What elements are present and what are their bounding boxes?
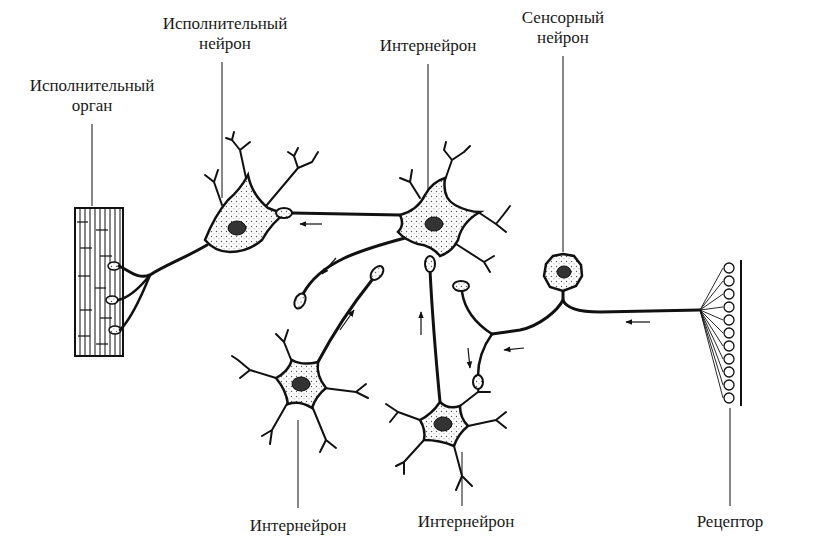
sensory-neuron (453, 254, 700, 389)
callout-label: Исполнительный орган (22, 76, 162, 116)
interneuron-middle (386, 256, 506, 490)
impulse-arrows (300, 224, 650, 368)
callout-label: Исполнительный нейрон (155, 14, 295, 54)
interneuron-top (276, 142, 510, 310)
muscle-organ (75, 208, 123, 356)
callout-label: Рецептор (665, 512, 795, 532)
motor-neuron (118, 132, 318, 330)
leader-lines (92, 56, 730, 508)
callout-label: Интернейрон (363, 36, 493, 56)
interneuron-left (232, 264, 386, 452)
receptor (700, 260, 741, 406)
callout-label: Сенсорный нейрон (513, 8, 613, 48)
callout-label: Интернейрон (401, 512, 531, 532)
callout-label: Интернейрон (233, 516, 363, 536)
